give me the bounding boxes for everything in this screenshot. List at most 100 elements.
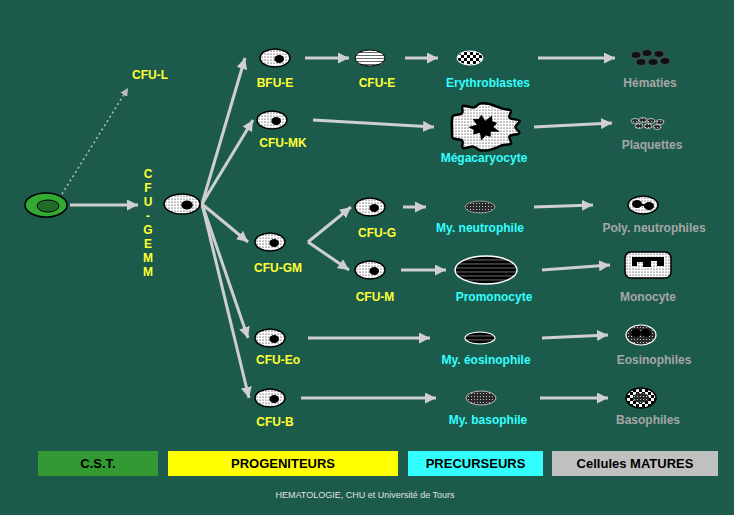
cell-part [271,117,281,125]
cell-drawing [353,48,387,68]
cell-drawing [626,194,660,216]
progenitor-cell: CFU-GM [248,233,308,275]
cell-part [648,59,658,66]
cell-drawing [162,192,202,216]
cell-part [452,103,520,150]
cell-drawing [253,231,287,253]
cell-drawing [626,114,670,132]
cell-part [642,50,652,57]
cell-part [255,233,285,251]
lineage-arrow [308,207,351,242]
cell-part [466,391,496,405]
progenitor-cell: CFU-M [349,261,401,304]
cell-name: CFU-GEMM [142,167,154,279]
cell-name: Erythroblastes [408,76,568,90]
lineage-arrow [534,123,612,127]
lineage-arrow [202,204,249,398]
cell-drawing [353,196,387,218]
cell-part [257,111,287,129]
legend-swatch: PROGENITEURS [168,451,398,476]
cell-name: CFU-M [319,290,431,304]
stem-cell-nucleus [37,200,59,212]
precursor-cell: My. éosinophile [430,332,542,367]
cell-name: CFU-MK [223,136,343,150]
cell-part [625,252,671,278]
cell-part [631,329,641,337]
cell-part [628,196,658,214]
cell-drawing [624,386,658,410]
cell-part [639,118,647,123]
cell-part [465,201,495,213]
cell-drawing [253,387,287,409]
lymphoid-dotted-arrow [62,88,128,194]
cell-drawing [455,49,485,67]
cell-name: CFU-G [321,226,433,240]
lineage-arrow [401,269,446,272]
cell-drawing [353,259,387,281]
precursor-cell: Erythroblastes [438,51,538,90]
cell-drawing [626,47,674,69]
progenitor-cell: BFU-E [245,49,305,90]
cell-part [636,59,646,66]
lineage-arrow [542,335,608,338]
lineage-arrow [202,58,245,204]
lineage-arrow [403,206,426,209]
cell-name: Monocyte [580,290,716,304]
cell-part [255,389,285,407]
lineage-arrow [308,337,430,340]
cell-part [455,256,517,284]
cell-part [465,332,495,344]
cell-name: My. éosinophile [400,353,572,367]
mature-cell: Eosinophiles [608,325,700,367]
cell-part [355,198,385,216]
cell-part [269,239,279,247]
cell-part [631,52,641,59]
cell-drawing [624,323,658,347]
cell-name: CFU-Eo [218,353,338,367]
cell-part [369,204,379,212]
cell-drawing [623,250,673,280]
precursor-cell: My. neutrophile [426,201,534,235]
legend-text: Cellules MATURES [577,456,694,471]
lineage-arrow [538,57,615,60]
cell-name: Mégacaryocyte [404,151,564,165]
legend-swatch: Cellules MATURES [552,451,718,476]
cell-part [660,58,670,65]
cell-part [269,335,279,343]
legend-text: PROGENITEURS [231,456,335,471]
multipotent-progenitor: CFU-GEMM [140,165,202,290]
cell-name: CFU-B [219,415,331,429]
precursor-cell: Promonocyte [446,256,542,304]
cell-name: Plaquettes [582,138,722,152]
precursor-cell: My. basophile [436,391,540,427]
cell-part [626,325,656,345]
cell-drawing [463,199,497,215]
stem-arrow [70,204,138,207]
cell-part [164,194,200,214]
lineage-arrow [540,397,608,400]
lineage-arrow [202,204,248,338]
cell-name: CFU-E [319,76,435,90]
progenitor-cell: CFU-MK [253,111,313,150]
legend-text: PRECURSEURS [426,456,526,471]
mature-cell: Poly. neutrophiles [593,196,715,235]
cell-drawing [464,389,498,407]
cell-part [468,115,500,141]
cell-part [269,395,279,403]
cell-part [626,388,656,408]
cell-part [641,329,651,337]
cell-part [631,119,639,124]
cell-part [633,393,650,403]
cell-part [632,200,642,208]
cell-part [656,120,664,125]
cell-part [644,202,654,210]
stem-cell-body [25,193,67,217]
cell-drawing [463,330,497,346]
cell-drawing [253,327,287,349]
mature-cell: Monocyte [610,252,686,304]
precursor-cell: Mégacaryocyte [434,102,534,165]
cell-part [644,124,652,129]
progenitor-cell: CFU-G [351,198,403,240]
lineage-arrow [405,57,438,60]
